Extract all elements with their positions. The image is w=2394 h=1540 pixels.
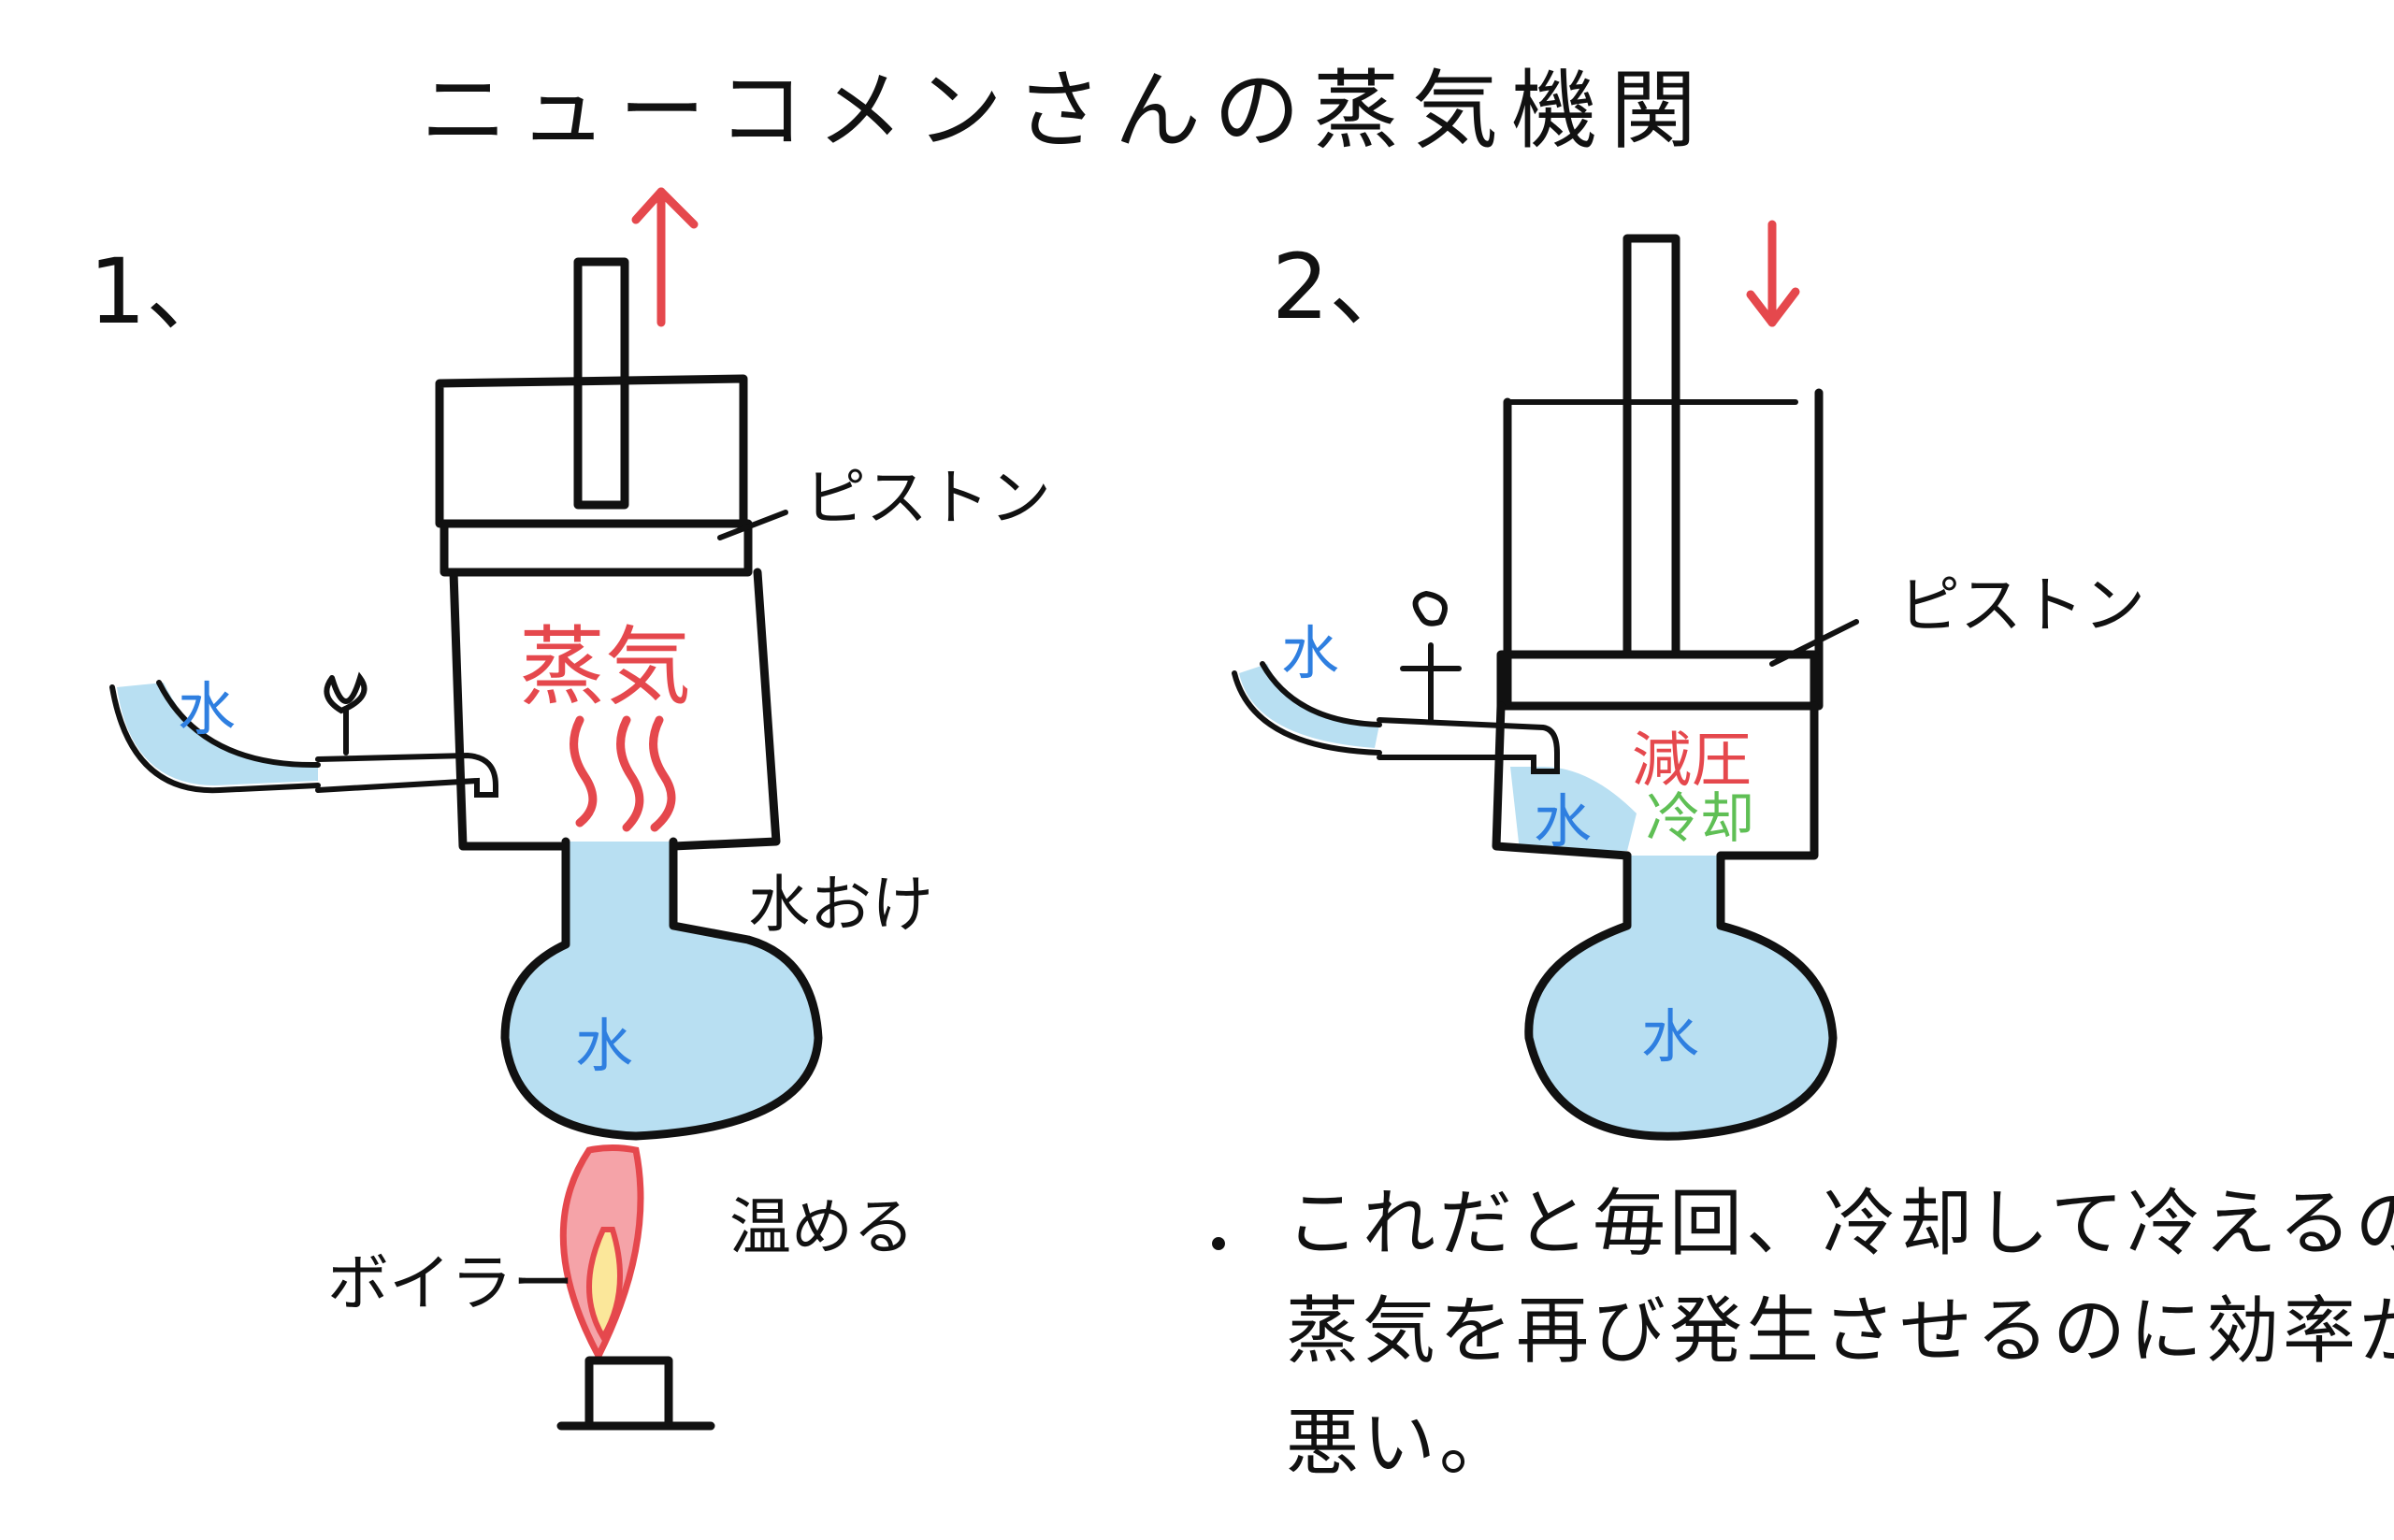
inlet-water-label: 水	[1281, 619, 1339, 687]
boiler-water-label: 水	[1641, 1002, 1699, 1071]
bucket-label: 水おけ	[748, 869, 933, 941]
piston-label: ピストン	[804, 462, 1051, 534]
inlet-pipe	[315, 752, 498, 798]
burner-base	[556, 1356, 715, 1431]
steam-wavy-lines	[570, 715, 676, 832]
piston-up-arrow	[631, 187, 699, 327]
inlet-hose	[109, 680, 321, 794]
inlet-water	[117, 683, 318, 785]
inlet-pipe	[1377, 717, 1560, 774]
piston-rod	[1622, 234, 1680, 659]
cylinder-lower	[1492, 701, 1819, 860]
diagram-2: 2、 ピストン 水 減圧 冷却 水 水	[1232, 220, 2145, 1141]
piston	[1496, 650, 1819, 711]
sketch-title: ニューコメンさんの蒸気機関	[421, 61, 1709, 161]
cooling-label: 冷却	[1646, 786, 1754, 850]
cylinder-upper	[1503, 388, 1824, 711]
valve-open-icon[interactable]	[324, 671, 368, 756]
note-line-3: 悪い。	[1286, 1402, 1516, 1486]
cylinder-water	[1510, 767, 1637, 851]
burner-flame	[559, 1144, 644, 1363]
boiler-water	[505, 842, 818, 1136]
diagram-2-number: 2、	[1272, 235, 1419, 339]
piston-leader-line	[717, 510, 788, 540]
cylinder-water-label: 水	[1534, 787, 1592, 856]
piston-down-arrow	[1746, 220, 1800, 327]
piston	[440, 519, 753, 577]
cylinder-lower	[449, 568, 781, 851]
inlet-water-label: 水	[178, 675, 236, 743]
heat-label: 温める	[729, 1191, 915, 1263]
diagram-1-number: 1、	[89, 239, 236, 344]
note-line-2: 蒸気を再び発生させるのに効率が	[1286, 1289, 2394, 1374]
piston-leader-line	[1769, 619, 1859, 667]
valve-turning-icon[interactable]	[1400, 590, 1462, 723]
boiler-water	[1528, 856, 1833, 1137]
boiler-flask	[500, 837, 823, 1141]
inlet-hose	[1232, 661, 1382, 756]
boiler-label: ボイラー	[327, 1247, 574, 1319]
pressure-label: 減圧	[1632, 727, 1752, 796]
piston-label: ピストン	[1898, 569, 2145, 641]
note-bullet: ・	[1188, 1210, 1249, 1282]
note-line-1: これだと毎回、冷却して冷えるので	[1286, 1182, 2394, 1266]
note-block: ・ これだと毎回、冷却して冷えるので 蒸気を再び発生させるのに効率が 悪い。	[1188, 1182, 2394, 1486]
diagram-1: 1、 ピストン 蒸気 水 水おけ 水	[89, 187, 1051, 1431]
steam-label: 蒸気	[519, 617, 691, 717]
boiler-flask	[1524, 851, 1838, 1141]
boiler-water-label: 水	[575, 1012, 633, 1080]
